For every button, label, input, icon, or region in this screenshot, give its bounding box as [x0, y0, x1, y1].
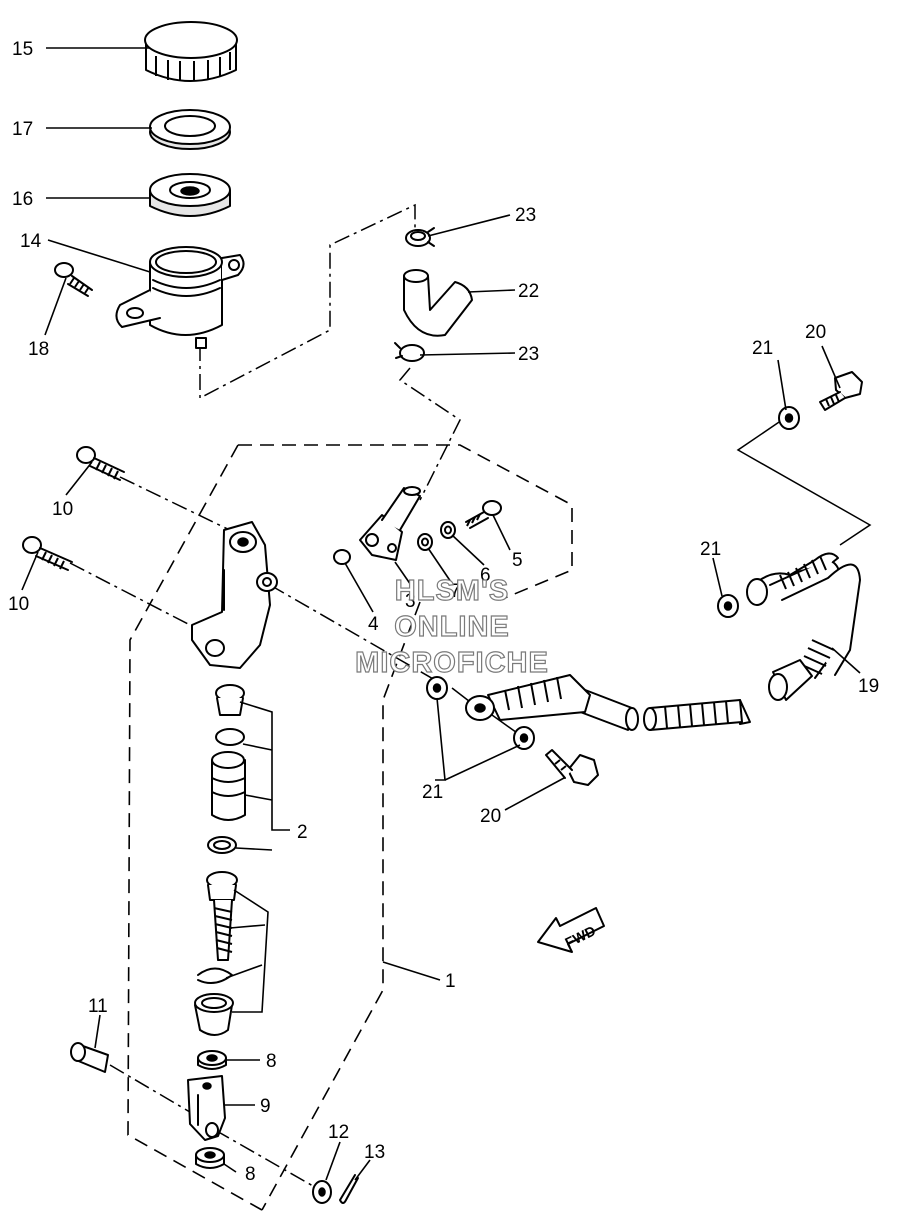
callout-19: 19: [858, 676, 879, 697]
diaphragm-plate: [149, 109, 231, 150]
mounting-bolt-upper: [76, 446, 125, 481]
callout-15: 15: [12, 39, 33, 60]
reservoir-screw: [54, 262, 93, 297]
pin-washer: [312, 1180, 332, 1204]
watermark: HLSM'S ONLINE MICROFICHE: [355, 574, 549, 679]
callout-5: 5: [512, 550, 523, 571]
callout-20-top: 20: [805, 322, 826, 343]
callout-21-mid: 21: [700, 539, 721, 560]
reservoir-tank: [115, 246, 245, 349]
callout-23-lower: 23: [518, 344, 539, 365]
piston-kit: [194, 684, 246, 1036]
reservoir-cap: [144, 21, 238, 82]
joint-washer-small: [417, 533, 433, 551]
lock-nut-lower: [195, 1147, 225, 1169]
callout-22: 22: [518, 281, 539, 302]
callout-3: 3: [405, 591, 416, 612]
assembly-lines: [69, 203, 872, 1191]
leader-lines: [21, 47, 861, 1181]
callout-21-low: 21: [422, 782, 443, 803]
callout-21-top: 21: [752, 338, 773, 359]
clevis-pin: [70, 1042, 109, 1073]
callout-4: 4: [368, 614, 379, 635]
callout-12: 12: [328, 1122, 349, 1143]
callout-8-upper: 8: [266, 1051, 277, 1072]
callout-labels: 15 17 16 14 18 23 22 23 10 10 4 3 7 6 5 …: [8, 39, 879, 1185]
mounting-bolt-lower: [22, 536, 73, 571]
joint-washer-large: [440, 521, 456, 539]
hose-clamp-upper: [405, 227, 435, 247]
callout-14: 14: [20, 231, 42, 252]
callout-13: 13: [364, 1142, 385, 1163]
copper-washer-1: [778, 406, 800, 430]
copper-washer-3: [426, 676, 448, 700]
callout-2: 2: [297, 822, 308, 843]
joint-screw: [465, 500, 502, 529]
union-bolt-upper: [819, 371, 863, 411]
callout-16: 16: [12, 189, 33, 210]
o-ring: [333, 549, 351, 565]
callout-7: 7: [450, 581, 461, 602]
copper-washer-4: [513, 726, 535, 750]
union-bolt-lower: [545, 749, 599, 786]
watermark-line-3: MICROFICHE: [355, 647, 549, 679]
lock-nut-upper: [197, 1050, 227, 1070]
reservoir-hose: [403, 269, 473, 337]
copper-washer-2: [717, 594, 739, 618]
callout-18: 18: [28, 339, 49, 360]
callout-17: 17: [12, 119, 33, 140]
callout-10-upper: 10: [52, 499, 73, 520]
clevis: [187, 1075, 226, 1141]
callout-10-lower: 10: [8, 594, 29, 615]
hose-joint: [359, 486, 421, 561]
forward-arrow-icon: FWD: [537, 907, 605, 953]
assembly-outline: [127, 444, 573, 1211]
callout-20-low: 20: [480, 806, 501, 827]
callout-9: 9: [260, 1096, 271, 1117]
hose-clamp-lower: [394, 342, 425, 362]
callout-6: 6: [480, 565, 491, 586]
callout-23-upper: 23: [515, 205, 536, 226]
watermark-line-1: HLSM'S: [395, 575, 509, 607]
master-cylinder-body: [191, 521, 278, 669]
brake-hose: [465, 552, 861, 731]
cotter-pin: [339, 1174, 359, 1204]
callout-8-lower: 8: [245, 1164, 256, 1185]
watermark-line-2: ONLINE: [394, 611, 510, 643]
diaphragm: [149, 173, 231, 217]
callout-11: 11: [88, 996, 108, 1017]
callout-1: 1: [445, 971, 456, 992]
